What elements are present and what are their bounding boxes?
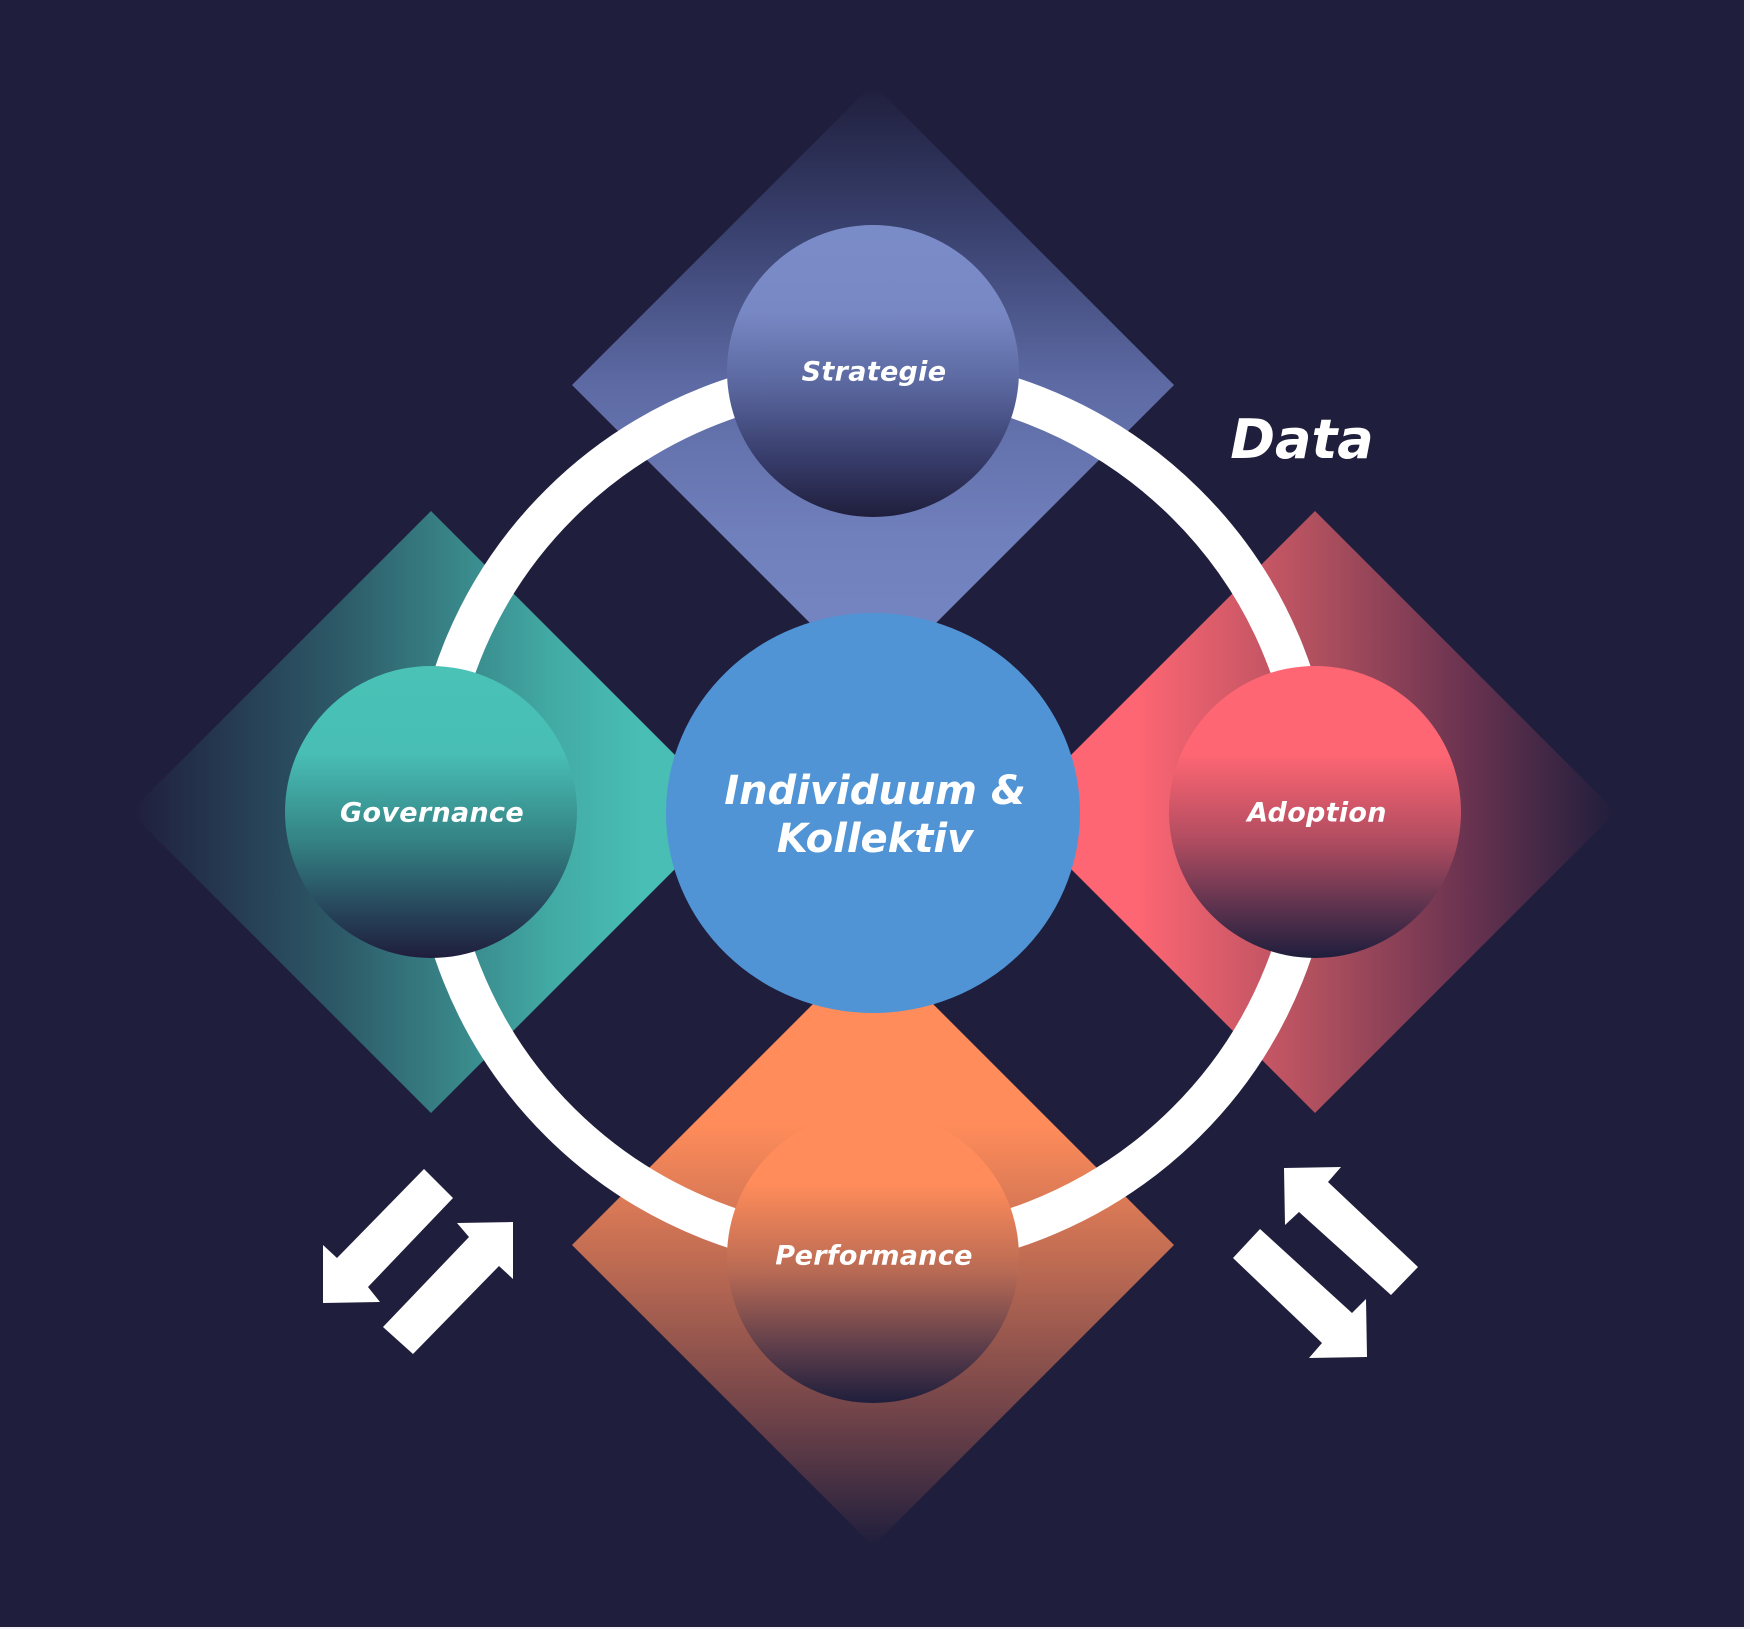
- governance-label: Governance: [340, 797, 524, 829]
- center-circle: [666, 613, 1080, 1013]
- governance-node: [285, 666, 577, 958]
- strategie-node: [727, 225, 1019, 517]
- performance-node: [727, 1111, 1019, 1403]
- bidirectional-arrows-left-icon: [323, 1169, 513, 1354]
- data-title: Data: [1230, 408, 1374, 471]
- bidirectional-arrows-right-icon: [1233, 1167, 1418, 1358]
- performance-label: Performance: [775, 1240, 973, 1272]
- frame-edge-bottom: [0, 1627, 1750, 1629]
- adoption-label: Adoption: [1247, 797, 1387, 829]
- frame-edge-right: [1744, 0, 1750, 1629]
- center-label-line2: Kollektiv: [776, 816, 974, 862]
- center-label: Individuum & Kollektiv: [724, 767, 1026, 863]
- arrow-down-right-icon: [1233, 1229, 1367, 1358]
- center-label-line1: Individuum &: [724, 768, 1026, 814]
- adoption-node: [1169, 666, 1461, 958]
- arrow-down-left-icon: [323, 1169, 453, 1303]
- arrow-up-right-icon: [383, 1222, 513, 1354]
- arrow-up-left-icon: [1284, 1167, 1418, 1295]
- strategie-label: Strategie: [801, 356, 947, 388]
